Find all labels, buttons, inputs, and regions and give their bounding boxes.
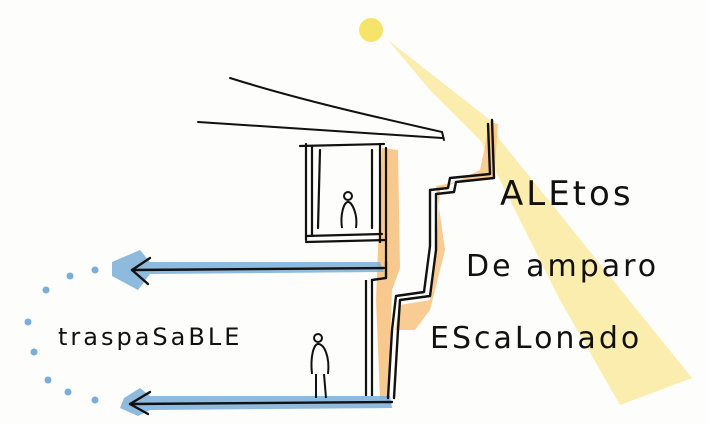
- upper-room: [300, 144, 386, 262]
- lower-person-icon: [311, 334, 328, 398]
- upper-person-icon: [341, 192, 356, 228]
- lower-structure: [366, 280, 372, 396]
- lower-arrow: [130, 392, 392, 414]
- label-aletos: ALEtos: [500, 174, 634, 214]
- roof: [198, 78, 444, 140]
- label-traspasable: traspaSaBLE: [58, 323, 242, 351]
- label-de-amparo: De amparo: [466, 249, 659, 284]
- sun-icon: [359, 18, 383, 42]
- label-escalonado: EScaLonado: [430, 321, 642, 356]
